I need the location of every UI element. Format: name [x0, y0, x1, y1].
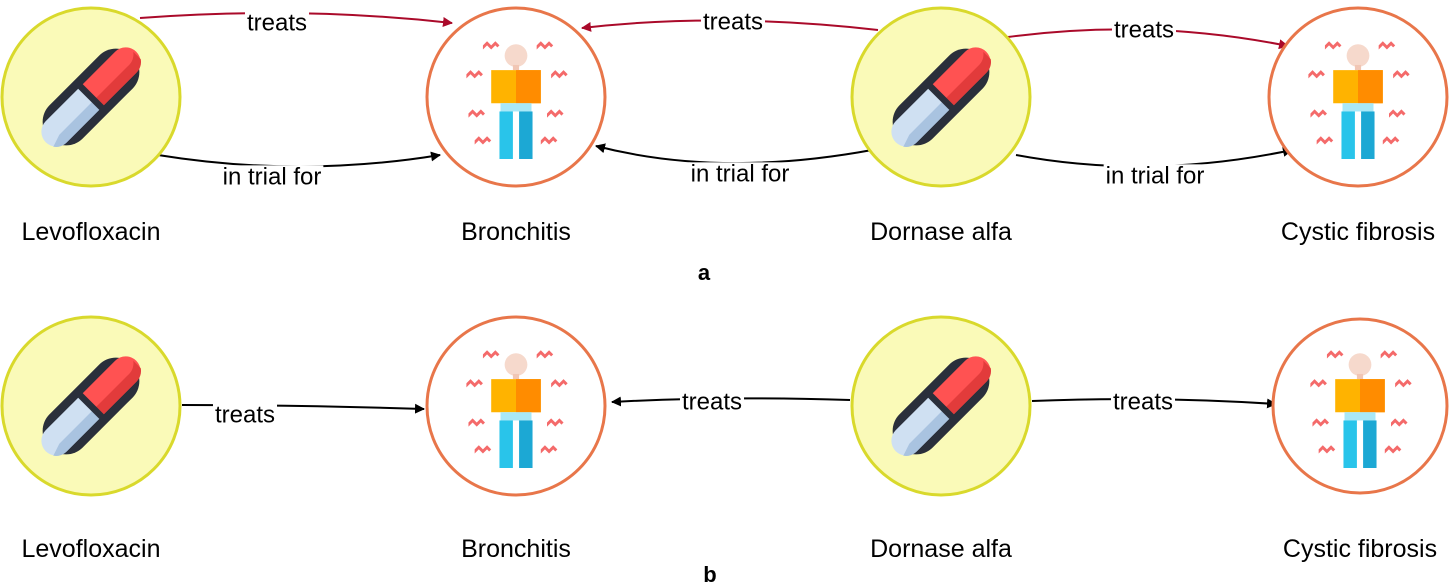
edge-label-background [688, 162, 792, 186]
edge-label-background [244, 11, 310, 35]
node-levofloxacin [0, 315, 182, 497]
edge-label-background [1110, 390, 1176, 414]
node-label: Cystic fibrosis [1283, 535, 1437, 563]
node-label: Levofloxacin [22, 535, 161, 563]
node-label: Bronchitis [461, 535, 571, 563]
node-cystic-fibrosis [1267, 6, 1449, 188]
node-cystic-fibrosis [1271, 317, 1449, 495]
node-label: Cystic fibrosis [1281, 218, 1435, 246]
edge-label-treats: treats [682, 388, 742, 415]
node-levofloxacin [0, 6, 182, 188]
edge-label-in-trial-for: in trial for [223, 163, 322, 190]
edge-label-treats: treats [703, 8, 763, 35]
node-dornase-alfa [850, 315, 1032, 497]
node-label: Dornase alfa [870, 218, 1012, 246]
edge-label-in-trial-for: in trial for [691, 160, 790, 187]
edge-label-treats: treats [1113, 388, 1173, 415]
labels-layer: treats in trial for treats in trial for trea… [22, 8, 1438, 584]
node-dornase-alfa [850, 6, 1032, 188]
nodes-layer [0, 6, 1449, 497]
edge-label-in-trial-for: in trial for [1106, 162, 1205, 189]
edges-layer [139, 12, 1293, 414]
panel-label: a [698, 260, 711, 285]
edge-label-treats: treats [1114, 16, 1174, 43]
edge-label-background [700, 10, 766, 34]
node-label: Levofloxacin [22, 218, 161, 246]
node-label: Dornase alfa [870, 535, 1012, 563]
node-label: Bronchitis [461, 218, 571, 246]
node-bronchitis [425, 6, 607, 188]
panel-b [0, 315, 1449, 497]
edge-label-background [220, 165, 324, 189]
panel-a [0, 6, 1449, 188]
edge-label-treats: treats [215, 401, 275, 428]
edge-label-treats: treats [247, 9, 307, 36]
edge-treats-levofloxacin-to-bronchitis [181, 403, 425, 414]
panel-label: b [703, 562, 716, 584]
edge-label-background [1111, 18, 1177, 42]
edge-label-background [1103, 164, 1207, 188]
edge-label-background [679, 390, 745, 414]
node-bronchitis [425, 315, 607, 497]
edge-label-background [212, 403, 278, 427]
